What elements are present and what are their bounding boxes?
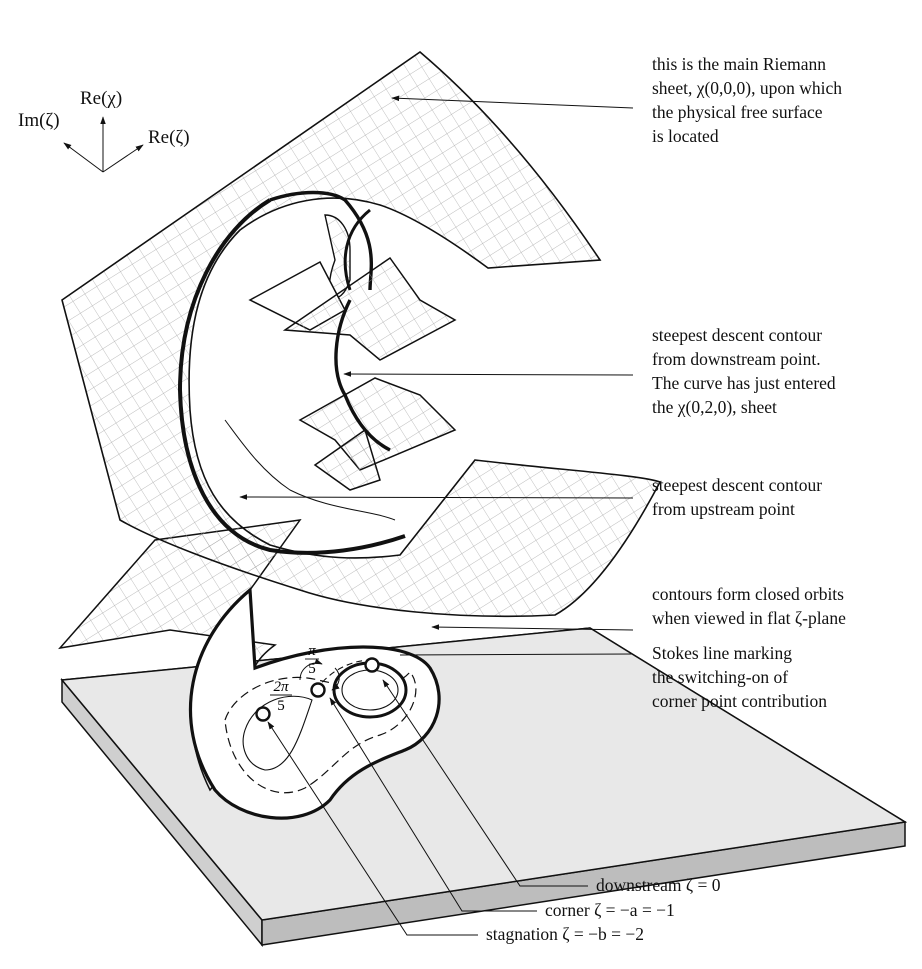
angle-markers: π 5 2π 5 [270,643,340,714]
axis-label-im-zeta: Im(ζ) [18,110,60,131]
stagnation-point [255,706,271,722]
downstream-point [364,657,380,673]
stokes-line-annotation: Stokes line marking the switching-on of … [652,643,827,711]
downstream-contour-sheets [248,208,457,491]
axis-label-re-zeta: Re(ζ) [148,127,190,148]
downstream-point-label: downstream ζ = 0 [596,875,721,895]
downstream-contour-annotation: steepest descent contour from downstream… [652,325,836,417]
axis-label-re-chi: Re(χ) [80,88,123,109]
angle-2pi-over-5-den: 5 [277,698,285,714]
angle-pi-over-5-den: 5 [308,661,316,677]
corner-point-label: corner ζ = −a = −1 [545,900,675,920]
main-riemann-sheet [61,50,662,618]
angle-pi-over-5-num: π [308,643,316,659]
main-sheet-annotation: this is the main Riemann sheet, χ(0,0,0)… [652,54,843,146]
angle-2pi-over-5-num: 2π [273,679,289,695]
leader-lines [239,95,634,936]
upstream-contour-annotation: steepest descent contour from upstream p… [652,475,823,519]
closed-orbits-annotation: contours form closed orbits when viewed … [652,584,846,628]
axis-triad [63,116,144,173]
corner-point [310,682,326,698]
singular-points [255,657,380,722]
stagnation-point-label: stagnation ζ = −b = −2 [486,924,645,944]
